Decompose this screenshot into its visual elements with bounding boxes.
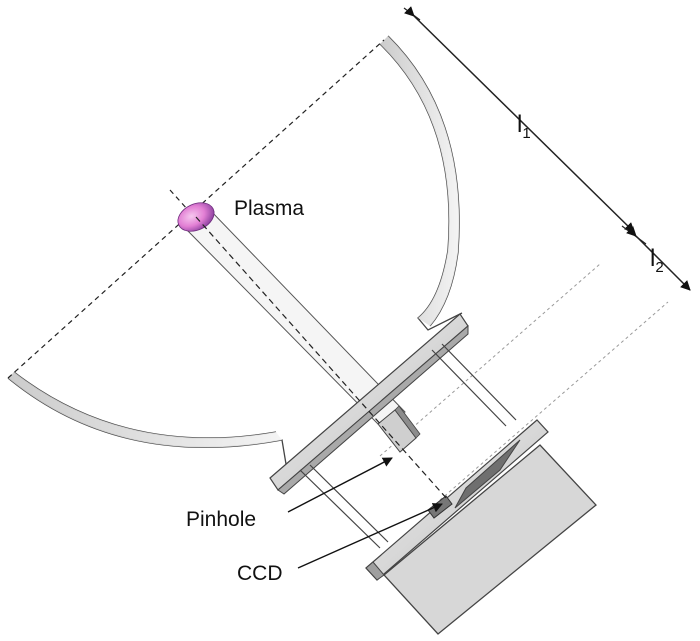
label-leaders [287,457,443,569]
support-frame [299,343,517,549]
plasma-label: Plasma [234,197,304,220]
guide-lines [379,263,669,501]
ray-line [195,216,449,501]
l2-label: l2 [650,245,664,276]
ccd-housing [365,419,597,635]
dimension-l2: l2 [621,225,691,291]
l1-label: l1 [517,111,531,142]
dimension-l1: l1 [403,6,635,233]
ccd-label: CCD [237,562,283,585]
pinhole-plate [269,313,469,495]
pinhole-block [377,405,421,453]
pinhole-label: Pinhole [186,508,256,531]
